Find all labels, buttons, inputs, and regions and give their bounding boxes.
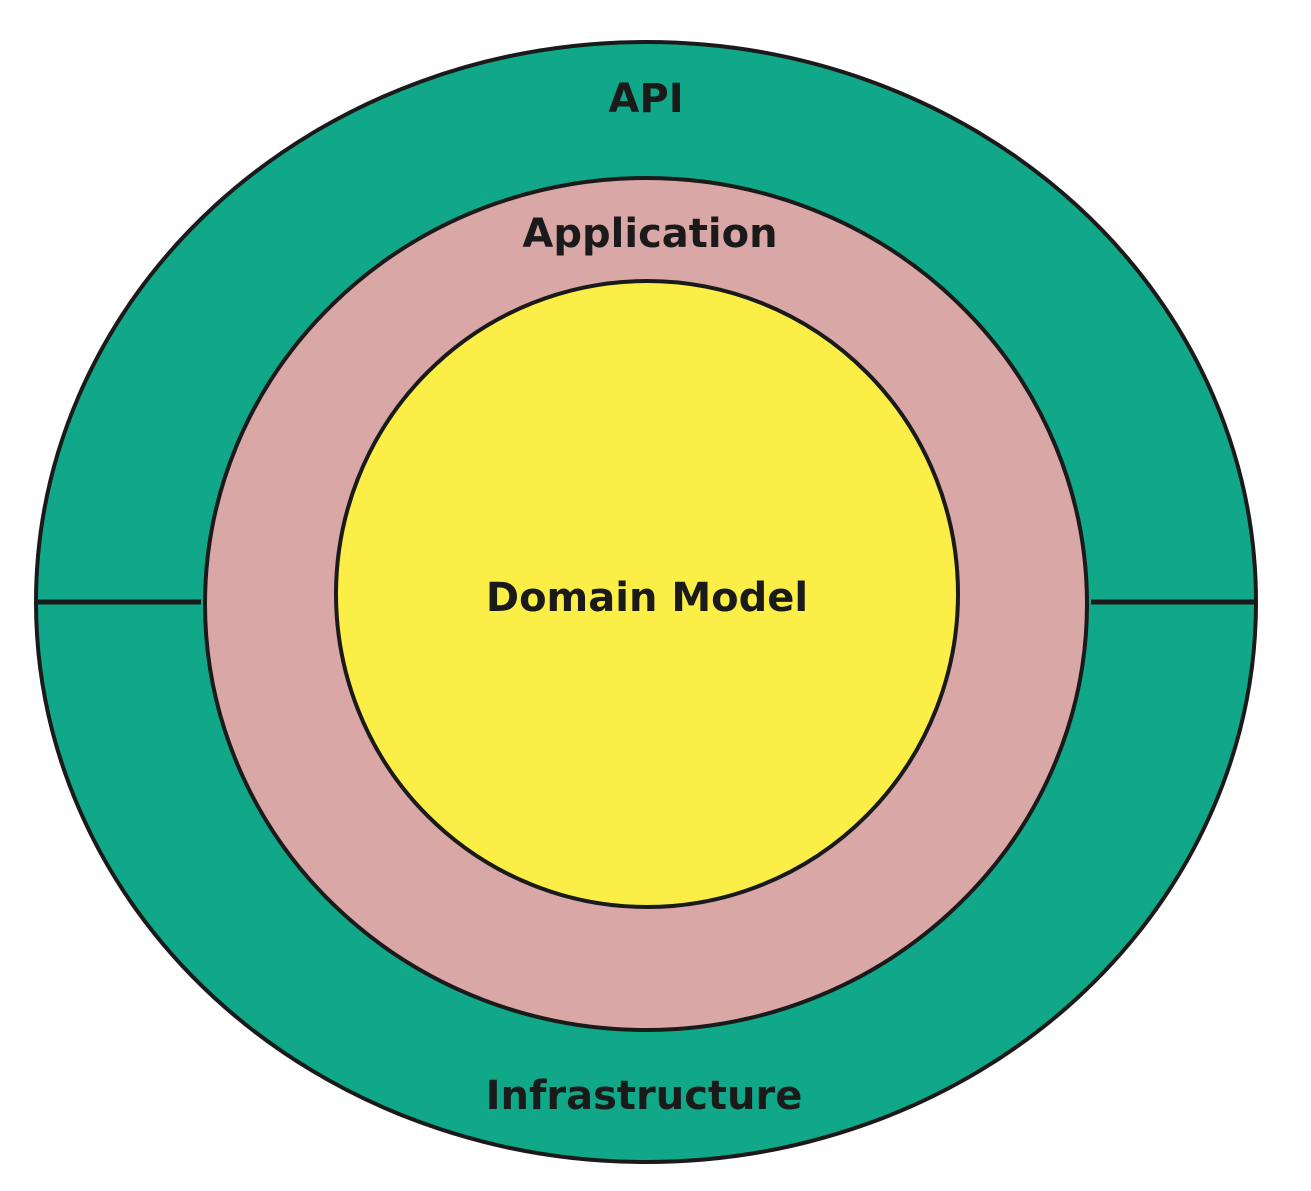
label-domain-model: Domain Model bbox=[486, 575, 808, 621]
label-api: API bbox=[608, 76, 683, 122]
label-application: Application bbox=[522, 211, 777, 257]
core-circle-domain-model[interactable] bbox=[334, 279, 960, 909]
label-infrastructure: Infrastructure bbox=[486, 1073, 803, 1119]
